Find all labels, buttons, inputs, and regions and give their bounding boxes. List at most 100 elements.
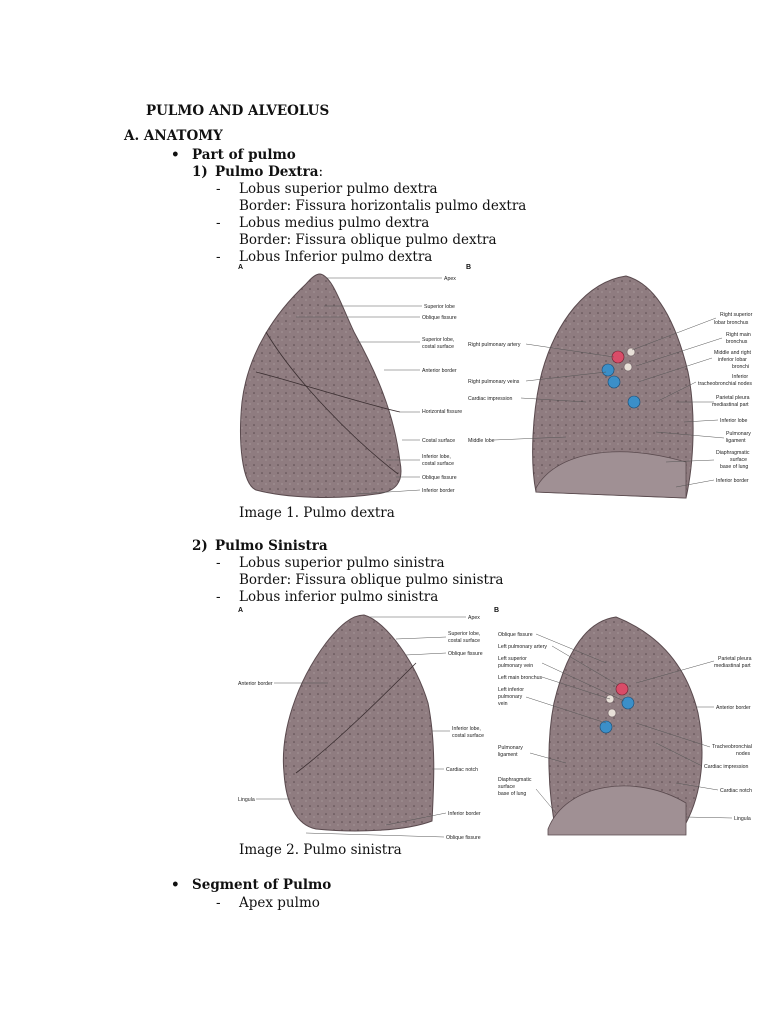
svg-text:Left pulmonary artery: Left pulmonary artery	[498, 644, 547, 650]
subheading-text: Pulmo Dextra	[215, 164, 319, 180]
svg-text:Oblique fissure: Oblique fissure	[422, 475, 457, 481]
figure1-middle-labels: Apex Superior lobe Oblique fissure Super…	[422, 276, 462, 494]
svg-text:base of lung: base of lung	[498, 791, 526, 797]
figure1-right-labels: Right superior lobar bronchus Right main…	[698, 312, 753, 484]
list-item: Apex pulmo	[239, 895, 320, 911]
figure2-inner-labels: Oblique fissure Left pulmonary artery Le…	[498, 632, 547, 797]
svg-text:Right superior: Right superior	[720, 312, 753, 318]
svg-text:Superior lobe,: Superior lobe,	[448, 631, 480, 637]
figure-pulmo-dextra: A B Apex Superior lobe Oblique fissure S…	[238, 264, 753, 499]
svg-text:Right pulmonary artery: Right pulmonary artery	[468, 342, 521, 348]
svg-text:Left superior: Left superior	[498, 656, 527, 662]
svg-text:Horizontal fissure: Horizontal fissure	[422, 409, 462, 415]
figure1-leader-lines	[296, 277, 442, 495]
svg-text:Superior lobe,: Superior lobe,	[422, 337, 454, 343]
hilum-vessels	[601, 347, 641, 409]
svg-text:Cardiac impression: Cardiac impression	[704, 764, 749, 770]
figure2-left-labels: Anterior border Lingula	[238, 681, 273, 803]
svg-text:mediastinal part: mediastinal part	[712, 402, 749, 408]
panel-label-a: A	[238, 607, 243, 614]
figure1-inner-leaders	[493, 343, 615, 441]
svg-text:Apex: Apex	[444, 276, 456, 282]
svg-text:Left inferior: Left inferior	[498, 687, 524, 693]
lung-lateral-view	[240, 273, 402, 498]
svg-text:bronchus: bronchus	[726, 339, 748, 345]
hilum-vessels	[599, 682, 635, 734]
svg-text:Inferior border: Inferior border	[448, 811, 481, 817]
svg-text:Tracheobronchial: Tracheobronchial	[712, 744, 752, 750]
figure-caption: Image 2. Pulmo sinistra	[239, 842, 402, 858]
oblique-fissure-line	[295, 662, 417, 774]
svg-text:Superior lobe: Superior lobe	[424, 304, 455, 310]
svg-text:Anterior border: Anterior border	[238, 681, 273, 687]
svg-text:Cardiac notch: Cardiac notch	[720, 788, 752, 794]
svg-text:Middle and right: Middle and right	[714, 350, 751, 356]
svg-text:Lingula: Lingula	[734, 816, 751, 822]
list-item: Border: Fissura oblique pulmo dextra	[239, 232, 497, 248]
svg-text:Cardiac notch: Cardiac notch	[446, 767, 478, 773]
lung-lateral-view	[282, 614, 435, 832]
list-item: Border: Fissura oblique pulmo sinistra	[239, 572, 504, 588]
bullet-heading-segment-of-pulmo: Segment of Pulmo	[192, 877, 332, 893]
label-apex: Apex	[468, 615, 480, 621]
bullet-icon: •	[171, 147, 180, 163]
svg-text:Middle lobe: Middle lobe	[468, 438, 495, 444]
figure2-left-leaders	[256, 682, 328, 800]
svg-text:pulmonary vein: pulmonary vein	[498, 663, 533, 669]
subheading-pulmo-sinistra: Pulmo Sinistra	[215, 538, 328, 554]
dash-marker: -	[216, 249, 221, 265]
figure2-right-leaders	[635, 660, 733, 819]
figure-pulmo-sinistra: A B Apex Anterior border Lingula Superio…	[238, 607, 752, 841]
svg-text:tracheobronchial nodes: tracheobronchial nodes	[698, 381, 752, 387]
figure2-right-labels: Parietal pleura mediastinal part Anterio…	[704, 656, 752, 822]
panel-label-b: B	[494, 607, 499, 614]
svg-text:Oblique fissure: Oblique fissure	[446, 835, 481, 841]
svg-text:Inferior: Inferior	[732, 374, 748, 380]
figure1-right-leaders	[631, 317, 725, 488]
dash-marker: -	[216, 181, 221, 197]
svg-text:Pulmonary: Pulmonary	[498, 745, 523, 751]
svg-text:Parietal pleura: Parietal pleura	[716, 395, 750, 401]
svg-text:costal surface: costal surface	[452, 733, 484, 739]
svg-text:Lingula: Lingula	[238, 797, 255, 803]
svg-text:surface: surface	[498, 784, 515, 790]
figure-caption: Image 1. Pulmo dextra	[239, 505, 395, 521]
svg-text:Pulmonary: Pulmonary	[726, 431, 751, 437]
list-item: Lobus superior pulmo sinistra	[239, 555, 445, 571]
list-number: 1)	[192, 164, 208, 180]
svg-text:Anterior border: Anterior border	[716, 705, 751, 711]
svg-text:Inferior lobe: Inferior lobe	[720, 418, 748, 424]
figure1-inner-labels: Right pulmonary artery Right pulmonary v…	[468, 342, 521, 444]
svg-text:Inferior border: Inferior border	[716, 478, 749, 484]
oblique-fissure-line	[265, 331, 399, 475]
svg-text:Oblique fissure: Oblique fissure	[448, 651, 483, 657]
svg-text:ligament: ligament	[726, 438, 746, 444]
dash-marker: -	[216, 555, 221, 571]
svg-text:nodes: nodes	[736, 751, 751, 757]
figure2-inner-leaders	[525, 633, 625, 814]
figure2-middle-leaders	[305, 636, 450, 838]
bullet-icon: •	[171, 877, 180, 893]
svg-text:base of lung: base of lung	[720, 464, 748, 470]
svg-text:lobar bronchus: lobar bronchus	[714, 320, 749, 326]
horizontal-fissure-line	[255, 371, 401, 413]
panel-label-b: B	[466, 264, 471, 271]
bullet-heading-part-of-pulmo: Part of pulmo	[192, 147, 296, 163]
svg-text:vein: vein	[498, 701, 508, 707]
svg-text:Costal surface: Costal surface	[422, 438, 455, 444]
svg-text:Right main: Right main	[726, 332, 751, 338]
dash-marker: -	[216, 895, 221, 911]
svg-text:costal surface: costal surface	[448, 638, 480, 644]
subheading-pulmo-dextra: Pulmo Dextra:	[215, 164, 323, 180]
svg-text:costal surface: costal surface	[422, 344, 454, 350]
svg-text:Anterior border: Anterior border	[422, 368, 457, 374]
list-item: Lobus inferior pulmo sinistra	[239, 589, 439, 605]
subheading-colon: :	[318, 164, 324, 180]
svg-text:ligament: ligament	[498, 752, 518, 758]
svg-text:pulmonary: pulmonary	[498, 694, 523, 700]
svg-text:Inferior lobe,: Inferior lobe,	[422, 454, 451, 460]
svg-text:Oblique fissure: Oblique fissure	[498, 632, 533, 638]
diaphragmatic-surface	[535, 451, 687, 499]
figure2-middle-labels: Superior lobe, costal surface Oblique fi…	[446, 631, 484, 841]
section-heading-anatomy: A. ANATOMY	[124, 128, 223, 144]
